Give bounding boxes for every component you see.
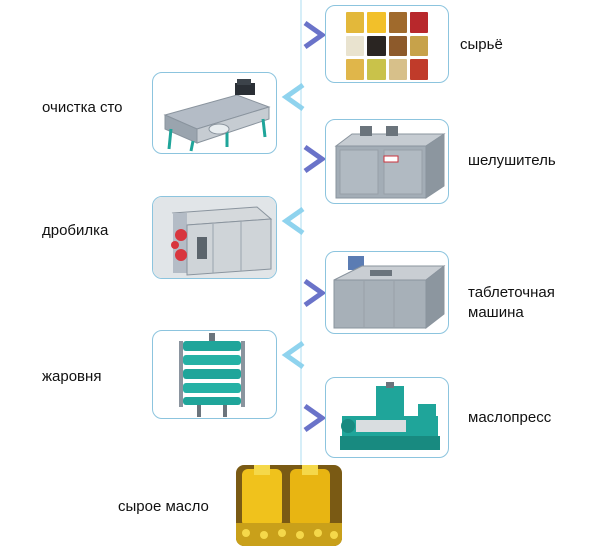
- press-image: [325, 377, 449, 458]
- arrow-roaster-icon: [278, 340, 308, 370]
- label-crude-oil: сырое масло: [118, 498, 209, 515]
- grain-samples-grid: [346, 12, 428, 80]
- timeline-line: [300, 0, 302, 546]
- crude-oil-image: [236, 465, 342, 546]
- roaster-image: [152, 330, 277, 419]
- huller-image: [325, 119, 449, 204]
- arrow-flaker-icon: [300, 278, 330, 308]
- raw-materials-image: [325, 5, 449, 83]
- label-flaker-line2: машина: [468, 304, 524, 321]
- label-raw: сырьё: [460, 36, 503, 53]
- label-crusher: дробилка: [42, 222, 109, 239]
- arrow-raw-icon: [300, 20, 330, 50]
- arrow-crusher-icon: [278, 206, 308, 236]
- label-flaker-line1: таблеточная: [468, 284, 555, 301]
- label-huller: шелушитель: [468, 152, 556, 169]
- cleaning-sieve-image: [152, 72, 277, 154]
- label-press: маслопресс: [468, 409, 552, 426]
- label-roaster: жаровня: [42, 368, 102, 385]
- label-flaker: таблеточная машина: [468, 283, 578, 323]
- arrow-press-icon: [300, 403, 330, 433]
- crusher-image: [152, 196, 277, 279]
- label-cleaning: очистка сто: [42, 99, 123, 116]
- arrow-huller-icon: [300, 144, 330, 174]
- arrow-cleaning-icon: [278, 82, 308, 112]
- flaker-image: [325, 251, 449, 334]
